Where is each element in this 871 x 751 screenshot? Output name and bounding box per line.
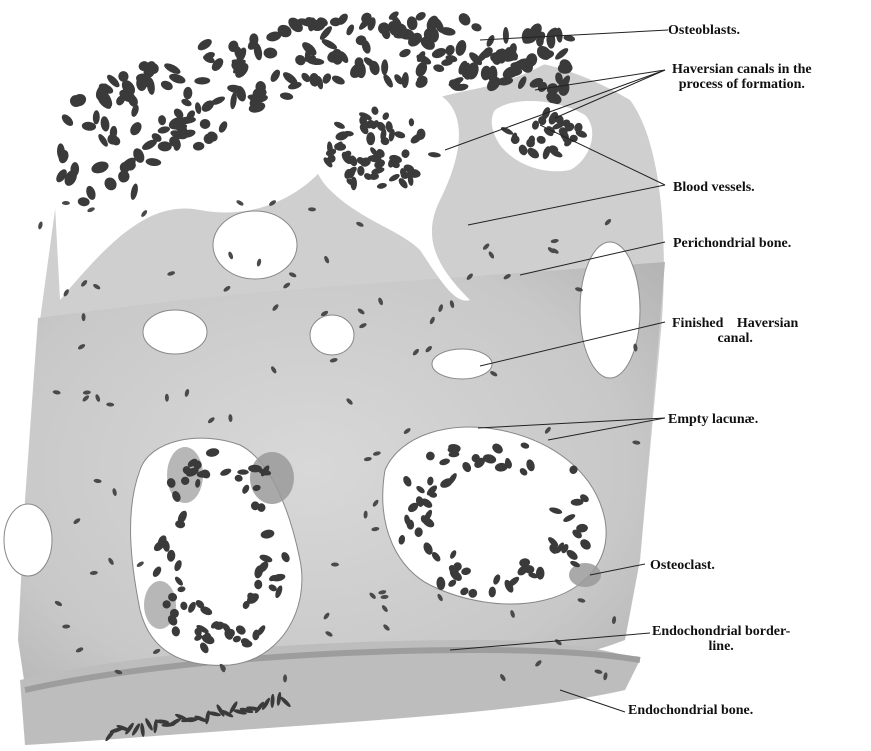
label-endo-border-line1: Endochondrial border- [652, 624, 790, 639]
osteocyte [37, 221, 43, 230]
label-haversian-forming: Haversian canals in the process of forma… [672, 62, 812, 92]
label-finished-line2: canal. [672, 331, 798, 346]
label-osteoclast: Osteoclast. [650, 558, 715, 573]
canal-small-1 [143, 310, 207, 354]
label-haversian-forming-line2: process of formation. [672, 77, 812, 92]
label-finished-line1: Finished Haversian [672, 316, 798, 331]
canal-left-edge [4, 504, 52, 576]
osteoclast-cell-1 [250, 452, 294, 504]
label-haversian-forming-line1: Haversian canals in the [672, 62, 812, 77]
label-blood-vessels: Blood vessels. [673, 180, 755, 195]
perichondrial-canal [580, 242, 640, 378]
label-perichondrial: Perichondrial bone. [673, 236, 791, 251]
osteoclast-cell-4 [569, 563, 601, 587]
label-endo-border-line2: line. [652, 639, 790, 654]
label-endochondrial-borderline: Endochondrial border- line. [652, 624, 790, 654]
canal-cell [366, 132, 375, 145]
label-finished-haversian: Finished Haversian canal. [672, 316, 798, 346]
blood-vessel-canal-1 [213, 211, 297, 279]
label-osteoblasts: Osteoblasts. [668, 23, 740, 38]
osteoblast-cell [136, 76, 147, 91]
lining-cell [237, 469, 249, 474]
canal-small-2 [310, 315, 354, 355]
label-endochondrial-bone: Endochondrial bone. [628, 703, 753, 718]
finished-haversian-canal [432, 349, 492, 379]
osteoblast-cell [60, 112, 75, 128]
label-empty-lacunae: Empty lacunæ. [668, 412, 758, 427]
